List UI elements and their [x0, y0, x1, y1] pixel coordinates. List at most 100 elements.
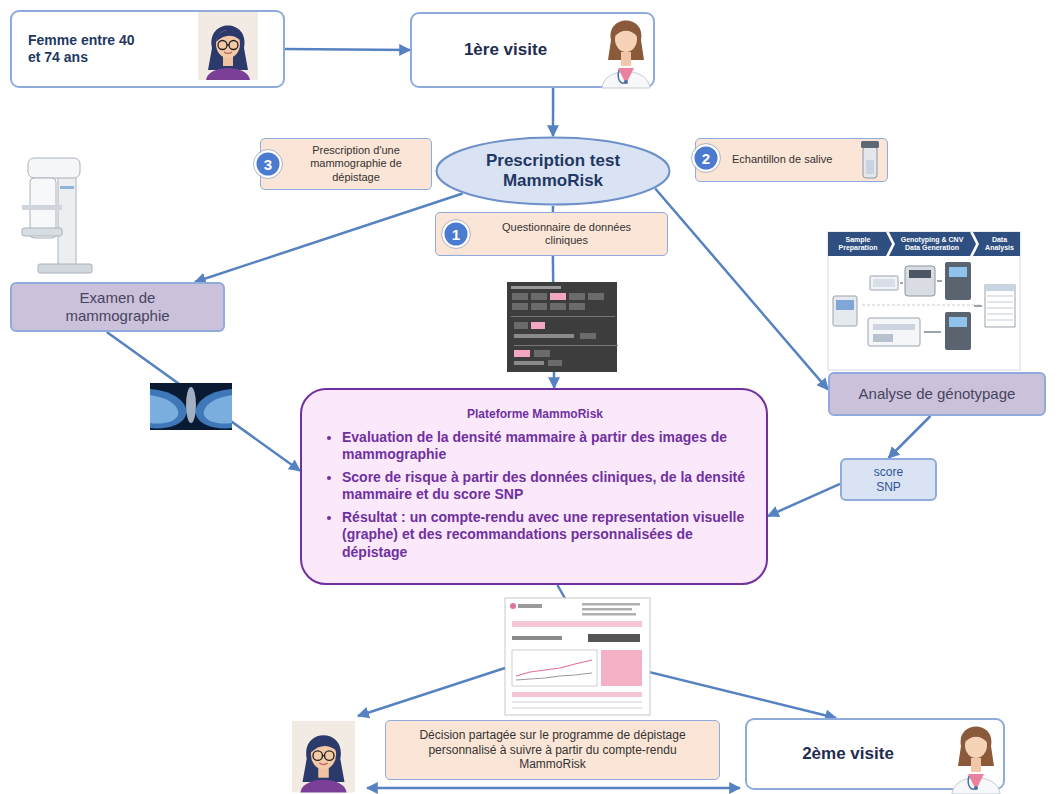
questionnaire-screenshot	[580, 333, 596, 339]
woman-avatar	[198, 12, 258, 80]
step-label: Sample Preparation	[830, 236, 886, 252]
woman-avatar	[216, 30, 240, 58]
circle-ring	[442, 220, 471, 249]
visit-box: 1ère visite	[410, 12, 655, 88]
genotyping-workflow	[985, 285, 1015, 327]
woman-avatar	[318, 767, 329, 778]
woman-avatar	[325, 751, 334, 760]
report-thumbnail	[512, 702, 642, 703]
questionnaire-screenshot	[531, 303, 547, 310]
woman-avatar	[224, 52, 232, 54]
doctor-avatar	[965, 732, 987, 758]
genotyping-workflow	[870, 276, 898, 290]
genotyping-workflow	[828, 232, 892, 256]
report-thumbnail	[505, 598, 650, 715]
genotyping-workflow	[973, 232, 1020, 256]
step-box: Questionnaire de données cliniques 1	[435, 212, 668, 256]
step-label: Genotyping & CNV Data Generation	[896, 236, 968, 252]
genotyping-workflow	[868, 318, 920, 346]
genotyping-workflow	[873, 324, 915, 330]
prescription-ellipse: Prescription test MammoRisk	[435, 136, 671, 206]
doctor-avatar	[952, 778, 1000, 794]
box-text: Prescription d'une mammographie de dépis…	[287, 144, 425, 184]
report-thumbnail	[516, 660, 592, 676]
report-to-woman-arrow	[358, 668, 505, 716]
woman-avatar	[206, 68, 250, 80]
shared-decision-arrow	[367, 788, 740, 789]
questionnaire-screenshot	[511, 316, 615, 317]
report-thumbnail	[601, 650, 642, 686]
mammogram-images	[196, 389, 232, 428]
mammogram-images	[186, 387, 196, 423]
woman-avatar	[229, 41, 238, 50]
connector-arrow	[557, 585, 836, 718]
bullet-list: Evaluation de la densité mammaire à part…	[320, 429, 750, 562]
text-holder: Femme entre 40 et 74 ans	[28, 32, 136, 66]
mammogram-images	[150, 389, 186, 428]
mammogram-images	[150, 383, 232, 430]
bullet-text: Résultat : un compte-rendu avec une repr…	[342, 509, 750, 562]
woman-avatar	[311, 740, 336, 769]
report-thumbnail	[512, 621, 642, 627]
questionnaire-screenshot	[550, 303, 566, 310]
saliva-tube	[861, 141, 879, 148]
genotyping-workflow	[974, 305, 982, 307]
doctor-avatar	[618, 68, 634, 84]
questionnaire-screenshot	[511, 286, 561, 289]
bullet-text: Score de risque à partir des données cli…	[342, 469, 750, 504]
questionnaire-screenshot	[514, 361, 544, 365]
connector-arrow	[195, 193, 463, 282]
connector-arrow	[768, 484, 840, 516]
step-box: Prescription d'une mammographie de dépis…	[260, 138, 432, 190]
doctor-avatar	[624, 80, 628, 84]
doctor-avatar	[618, 70, 626, 83]
circle-fill	[444, 222, 469, 247]
mammography-machine	[38, 264, 92, 273]
report-thumbnail	[588, 634, 640, 642]
questionnaire-screenshot	[507, 282, 617, 372]
genotyping-workflow	[828, 232, 1020, 370]
report-thumbnail	[512, 708, 642, 709]
connector-arrow	[552, 88, 555, 136]
text-holder: score SNP	[868, 465, 910, 494]
connector-arrow	[655, 189, 828, 390]
text-holder: Plateforme MammoRiskEvaluation de la den…	[320, 407, 750, 567]
woman-avatar	[216, 30, 240, 42]
circle-ring	[254, 150, 283, 179]
text-holder: Questionnaire de données cliniques	[492, 221, 642, 247]
genotyping-workflow	[900, 282, 903, 284]
questionnaire-screenshot	[588, 293, 604, 300]
connector-arrow	[107, 332, 300, 471]
step-box: Echantillon de salive2	[695, 138, 888, 182]
questionnaire-screenshot	[534, 350, 550, 357]
genotyping-workflow	[945, 312, 971, 350]
ellipse-outline	[437, 138, 670, 205]
visit-box: 2ème visite	[745, 718, 1005, 790]
mammogram-images	[150, 395, 178, 424]
box-text: Examen de mammographie	[53, 289, 183, 325]
report-thumbnail	[512, 650, 597, 686]
text-holder: Décision partagée sur le programme de dé…	[398, 728, 707, 771]
report-thumbnail	[582, 603, 640, 606]
report-thumbnail	[516, 673, 592, 680]
text-holder: Echantillon de salive	[732, 153, 832, 166]
doctor-avatar	[602, 72, 650, 89]
step-label: Data Analysis	[980, 236, 1019, 252]
callout-circle: 3	[253, 149, 283, 179]
genotyping-workflow	[905, 266, 935, 296]
genotyping-workflow	[873, 334, 893, 342]
woman-avatar	[223, 56, 233, 66]
woman-avatar	[292, 721, 355, 792]
text-holder: 1	[452, 227, 460, 242]
doctor-avatar	[952, 727, 1000, 794]
report-thumbnail	[582, 608, 632, 611]
mammography-machine	[58, 160, 76, 268]
woman-avatar	[311, 740, 336, 753]
questionnaire-screenshot	[514, 334, 574, 338]
box-text: score SNP	[868, 465, 910, 494]
text-holder: 1ère visite	[464, 40, 547, 60]
step-label-box: Sample Preparation	[830, 233, 886, 255]
doctor-avatar	[621, 52, 631, 66]
